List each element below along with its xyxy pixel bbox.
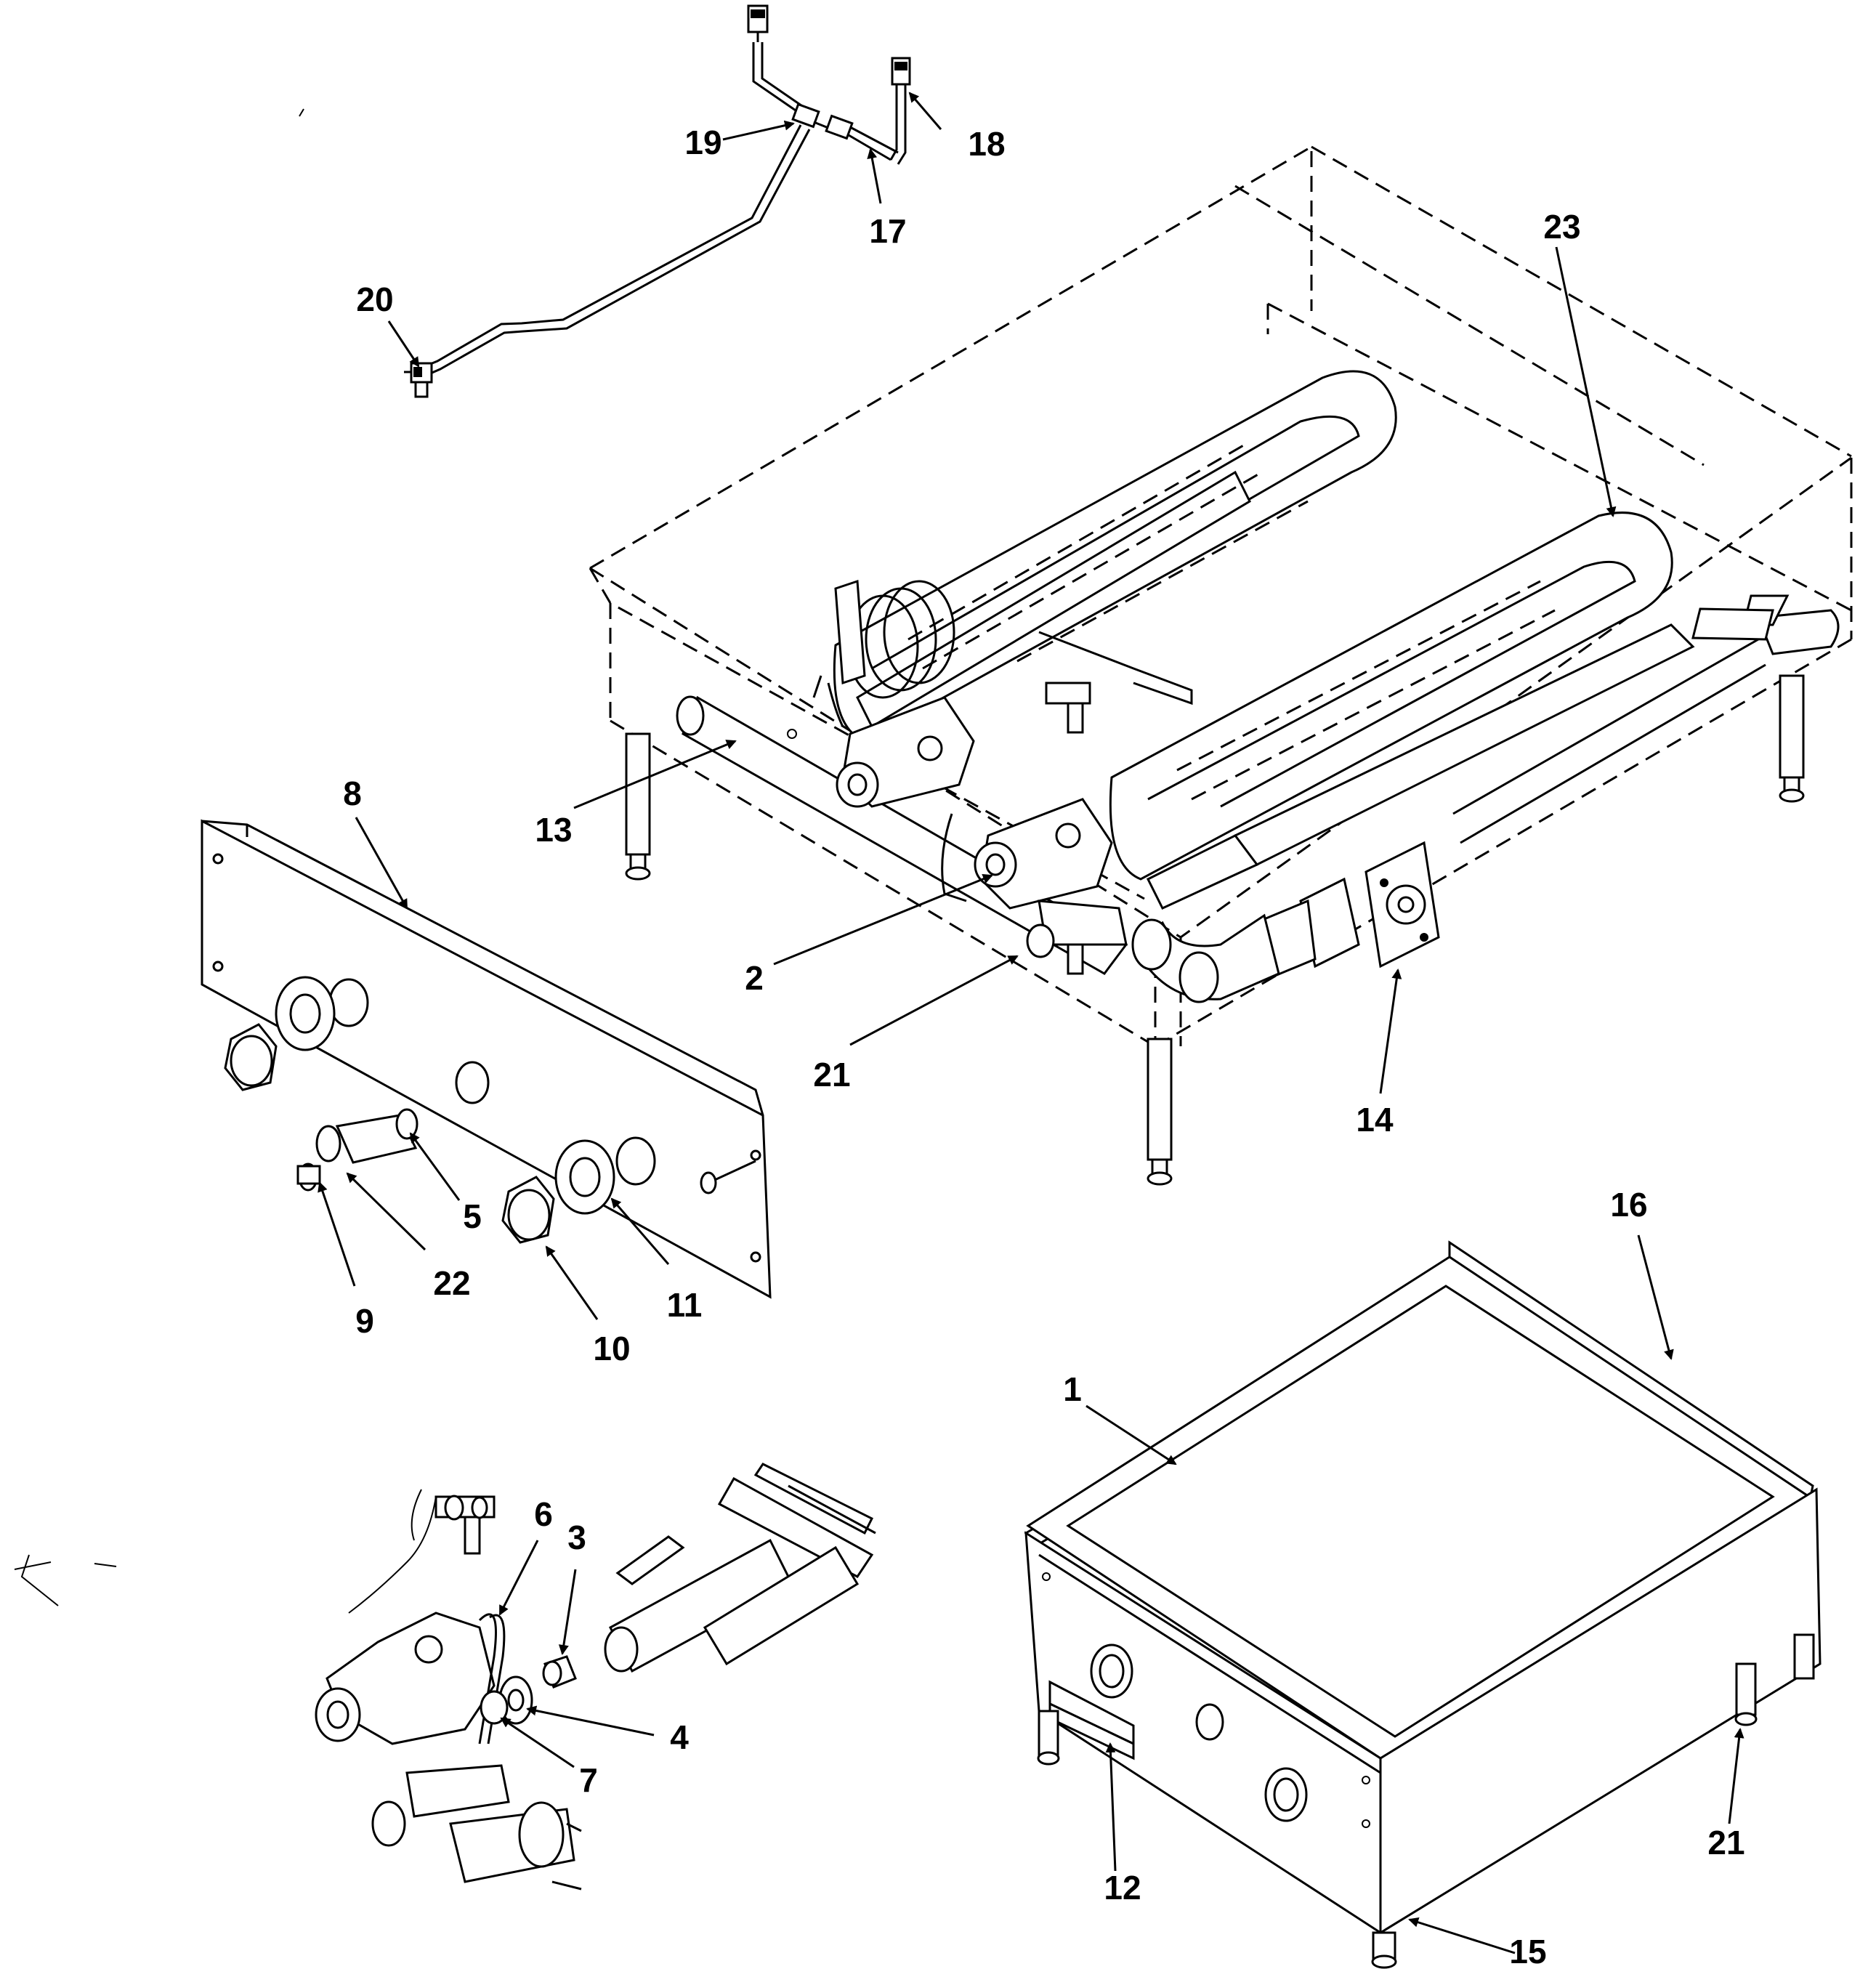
callout-6: 6: [534, 1495, 553, 1533]
assembled-griddle: [1024, 1240, 1822, 1969]
callout-19: 19: [684, 124, 721, 161]
burner-assembly-rear: [833, 370, 1397, 743]
callout-15: 15: [1509, 1933, 1546, 1969]
front-control-panel: [201, 819, 772, 1299]
callout-13: 13: [535, 811, 572, 849]
frame-legs: [625, 674, 1805, 1186]
valve-detail-view: [14, 1463, 876, 1891]
callout-7: 7: [579, 1761, 598, 1799]
callout-1: 1: [1063, 1370, 1082, 1408]
callout-20: 20: [356, 280, 393, 318]
callout-10: 10: [593, 1330, 630, 1367]
burner-assembly-front: [1109, 512, 1695, 910]
callout-16: 16: [1610, 1186, 1647, 1224]
callout-4: 4: [670, 1718, 689, 1756]
callout-21-lower: 21: [1707, 1824, 1744, 1861]
callout-3: 3: [567, 1519, 586, 1556]
cabinet-housing-outline: [589, 145, 1853, 1048]
callout-18: 18: [968, 125, 1005, 163]
gas-valve-rear: [812, 675, 1091, 808]
callout-8: 8: [343, 775, 362, 812]
pressure-regulator: [1131, 841, 1440, 1003]
callout-12: 12: [1104, 1869, 1141, 1907]
callout-21-upper: 21: [813, 1056, 850, 1093]
callout-labels: 18 19 17 20 23 13 8 2 21 14 5 22 9 10 11…: [343, 124, 1744, 1969]
right-manifold-pipe: [1452, 594, 1840, 844]
callout-14: 14: [1356, 1101, 1394, 1139]
gas-valve-front: [941, 798, 1128, 975]
callout-9: 9: [355, 1302, 374, 1340]
callout-11: 11: [667, 1286, 703, 1324]
callout-22: 22: [433, 1264, 470, 1302]
callout-2: 2: [745, 959, 764, 997]
callout-17: 17: [869, 212, 906, 250]
callout-23: 23: [1543, 208, 1580, 246]
pilot-tubing-assembly: [299, 4, 911, 398]
callout-5: 5: [463, 1197, 482, 1235]
leader-lines: [318, 92, 1744, 1954]
